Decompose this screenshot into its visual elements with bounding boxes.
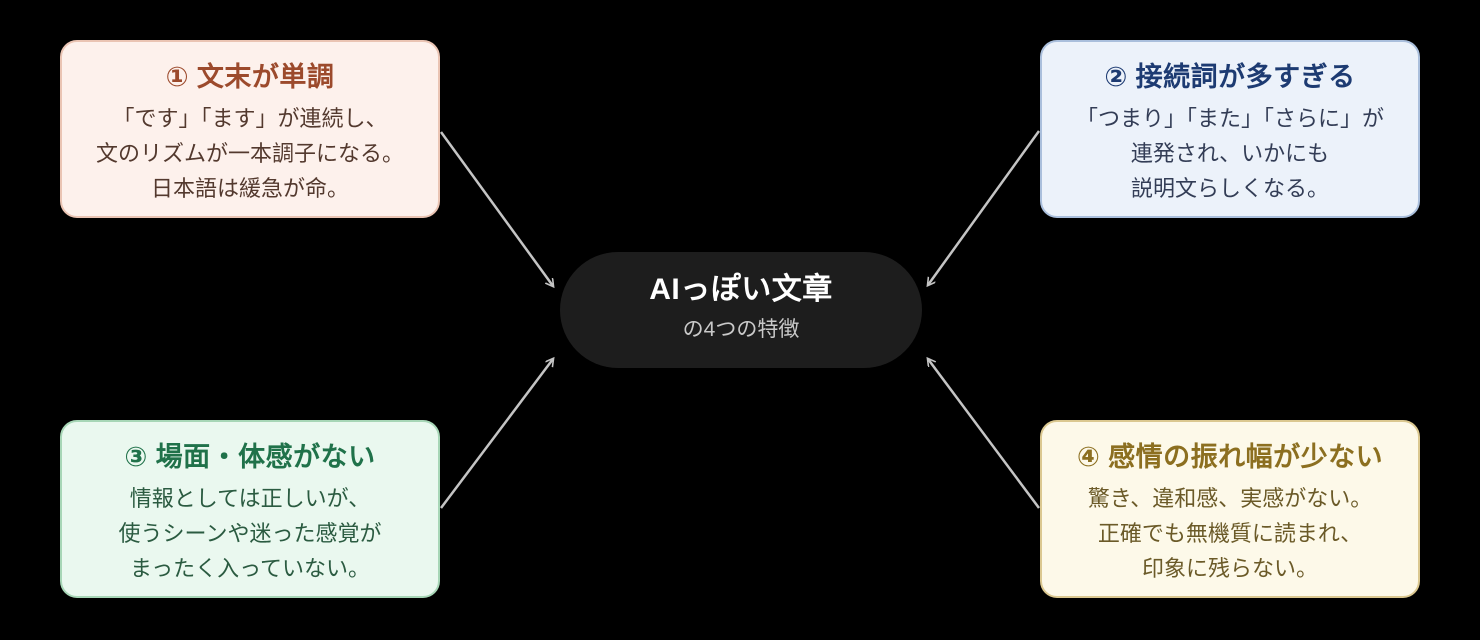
feature-box-4-line-3: 印象に残らない。	[1141, 556, 1318, 581]
feature-box-2-line-3: 説明文らしくなる。	[1130, 176, 1329, 201]
feature-box-3-body: 情報としては正しいが、 使うシーンや迷った感覚が まったく入っていない。	[62, 481, 438, 586]
feature-box-2: ② 接続詞が多すぎる 「つまり」「また」「さらに」が 連発され、いかにも 説明文…	[1040, 40, 1420, 218]
feature-box-2-line-1: 「つまり」「また」「さらに」が	[1075, 106, 1384, 131]
feature-box-3: ③ 場面・体感がない 情報としては正しいが、 使うシーンや迷った感覚が まったく…	[60, 420, 440, 598]
feature-box-4-body: 驚き、違和感、実感がない。 正確でも無機質に読まれ、 印象に残らない。	[1042, 481, 1418, 586]
feature-box-1: ① 文末が単調 「です」「ます」が連続し、 文のリズムが一本調子になる。 日本語…	[60, 40, 440, 218]
feature-box-4-line-2: 正確でも無機質に読まれ、	[1097, 521, 1363, 546]
feature-box-3-line-2: 使うシーンや迷った感覚が	[118, 521, 382, 546]
feature-box-1-line-3: 日本語は緩急が命。	[150, 176, 349, 201]
feature-box-4-title: ④ 感情の振れ幅が少ない	[1076, 442, 1384, 472]
center-node: AIっぽい文章 の4つの特徴	[560, 252, 922, 368]
feature-box-1-body: 「です」「ます」が連続し、 文のリズムが一本調子になる。 日本語は緩急が命。	[62, 101, 438, 206]
center-node-subtitle: の4つの特徴	[682, 318, 800, 341]
feature-box-3-title: ③ 場面・体感がない	[124, 442, 376, 472]
connector-line-bottom-left	[440, 359, 553, 509]
feature-box-1-line-1: 「です」「ます」が連続し、	[112, 106, 388, 131]
connector-line-top-right	[928, 130, 1041, 285]
feature-box-4: ④ 感情の振れ幅が少ない 驚き、違和感、実感がない。 正確でも無機質に読まれ、 …	[1040, 420, 1420, 598]
center-node-title: AIっぽい文章	[649, 273, 833, 306]
feature-box-1-title: ① 文末が単調	[165, 62, 335, 92]
feature-box-4-line-1: 驚き、違和感、実感がない。	[1087, 486, 1373, 511]
feature-box-2-body: 「つまり」「また」「さらに」が 連発され、いかにも 説明文らしくなる。	[1042, 101, 1418, 206]
feature-box-2-title: ② 接続詞が多すぎる	[1104, 62, 1356, 92]
feature-box-1-line-2: 文のリズムが一本調子になる。	[95, 141, 404, 166]
connector-line-top-left	[439, 131, 553, 286]
feature-box-3-line-3: まったく入っていない。	[129, 556, 371, 581]
feature-box-3-line-1: 情報としては正しいが、	[129, 486, 371, 511]
feature-box-2-line-2: 連発され、いかにも	[1130, 141, 1330, 166]
connector-line-bottom-right	[928, 359, 1041, 509]
